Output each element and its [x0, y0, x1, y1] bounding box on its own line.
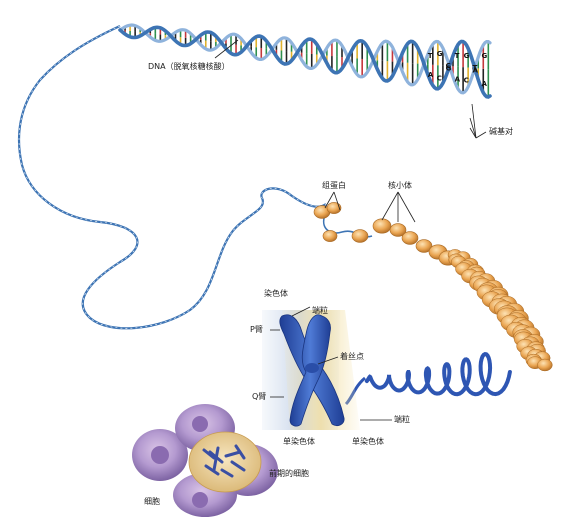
- base-letter: G: [481, 52, 487, 60]
- cell-group: [132, 404, 278, 517]
- chromatin-coil: [344, 249, 553, 406]
- prophase-chromosomes: [202, 444, 246, 478]
- telomere-bottom-label: 端粒: [394, 415, 410, 424]
- label-leaders: [214, 39, 487, 421]
- helix-backbone-front: [118, 25, 492, 99]
- prophase-chromosome: [204, 464, 220, 476]
- cells-label: 细胞: [144, 497, 160, 506]
- base-letter: A: [428, 71, 434, 79]
- base-letter: G: [446, 64, 452, 72]
- base-letter: T: [455, 52, 460, 60]
- dna-strand-thin-inner: [18, 25, 327, 329]
- prophase-chromosome: [202, 448, 216, 460]
- nucleus-bottom: [192, 492, 208, 508]
- prophase-chromosome: [224, 450, 242, 458]
- nucleosome-cluster: [313, 202, 458, 266]
- nucleus-left: [151, 446, 169, 464]
- base-letter: T: [428, 52, 433, 60]
- nucleosome-bead: [389, 223, 407, 237]
- nucleosome-bead: [415, 239, 433, 253]
- nucleosome-label: 核小体: [388, 181, 412, 190]
- base-pairs-label: 碱基对: [489, 127, 513, 136]
- base-letter: C: [437, 75, 442, 83]
- prophase-chromosome: [234, 444, 246, 460]
- coiled-fiber: [364, 352, 512, 397]
- dna-strand-thin: [17, 24, 327, 330]
- base-letter: T: [473, 64, 478, 72]
- nucleosome-bead: [326, 202, 342, 214]
- prophase-cell: [188, 431, 262, 493]
- prophase-cell-label: 前期的细胞: [269, 469, 309, 478]
- prophase-chromosome: [212, 446, 220, 472]
- chromatid-right-label: 单染色体: [352, 437, 384, 446]
- centromere-label: 着丝点: [340, 352, 364, 361]
- q-arm-label: Q臂: [252, 392, 267, 401]
- base-letter: G: [464, 52, 470, 60]
- centromere-dot: [305, 363, 319, 373]
- nucleosome-bead: [322, 230, 338, 242]
- base-letter: A: [481, 80, 487, 88]
- prophase-chromosome: [230, 460, 246, 472]
- histone-label: 组蛋白: [322, 181, 346, 190]
- chromatid-left-label: 单染色体: [283, 437, 315, 446]
- helix-backbone-back: [118, 23, 492, 95]
- chromosome-figure: [262, 310, 360, 430]
- nucleosome-bead: [351, 229, 369, 243]
- nucleosome-bead: [372, 218, 392, 234]
- dna-label: DNA（脱氧核糖核酸）: [148, 62, 230, 71]
- base-letter: A: [473, 66, 479, 74]
- nucleosome-bead: [401, 231, 419, 245]
- p-arm-label: P臂: [250, 325, 263, 334]
- chromosome-label: 染色体: [264, 289, 288, 298]
- prophase-chromosome: [220, 468, 234, 478]
- chromatin-bead: [537, 358, 553, 372]
- base-letter: C: [446, 62, 451, 70]
- nucleus-top: [192, 416, 208, 432]
- base-letter: C: [464, 77, 469, 85]
- base-letter: G: [437, 50, 443, 58]
- base-letter: A: [455, 76, 461, 84]
- telomere-top-label: 端粒: [312, 306, 328, 315]
